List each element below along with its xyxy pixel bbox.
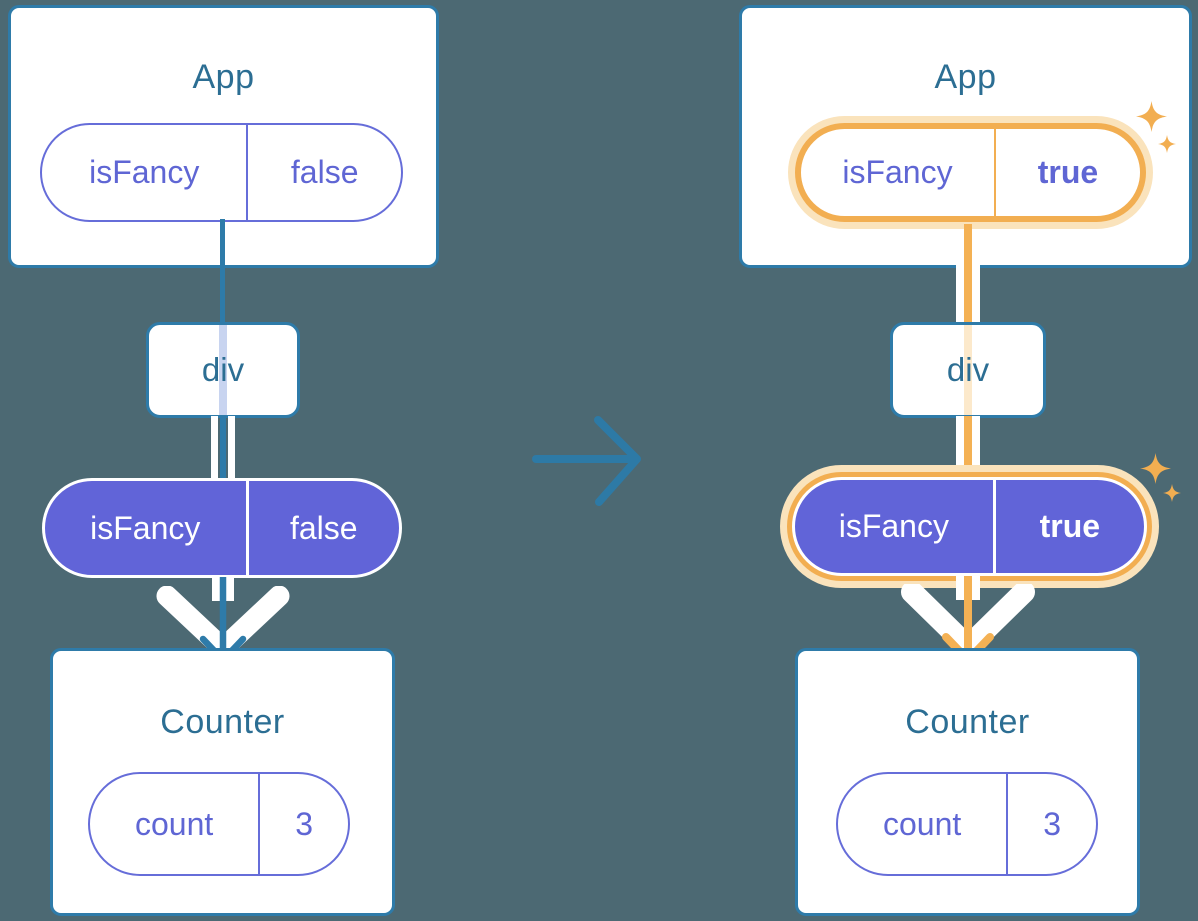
pipe-wall <box>211 416 218 479</box>
wide-white-chevron-icon <box>901 584 1035 651</box>
prop-name: isFancy <box>795 480 996 573</box>
transition-right-arrow-icon <box>532 416 641 506</box>
div-card-after: div <box>890 322 1046 418</box>
prop-name: isFancy <box>801 129 996 216</box>
state-name: count <box>90 774 261 874</box>
through-line-after <box>964 325 972 415</box>
pipe-wall <box>212 577 220 601</box>
prop-pill-passed-before: isFancy false <box>42 478 402 578</box>
pipe-core-before <box>220 416 226 479</box>
pipe-wall <box>956 416 964 478</box>
connector-app-div-after <box>964 224 972 326</box>
prop-value: true <box>1039 508 1101 544</box>
div-label: div <box>201 351 245 388</box>
pipe-wall <box>956 264 964 326</box>
state-pill-counter-after: count 3 <box>836 772 1098 876</box>
counter-title: Counter <box>905 703 1030 741</box>
state-value: 3 <box>295 805 314 842</box>
connector-app-div-before <box>220 219 225 326</box>
pipe-wall <box>226 577 234 601</box>
prop-name: isFancy <box>45 481 249 575</box>
pipe-core-after <box>964 416 972 478</box>
state-pill-counter-before: count 3 <box>88 772 350 876</box>
div-card-before: div <box>146 322 300 418</box>
app-title: App <box>192 58 255 96</box>
app-card-after: App isFancy true <box>739 5 1192 268</box>
sparkle-icon <box>1163 484 1181 502</box>
wide-white-chevron-icon <box>156 586 290 653</box>
app-title: App <box>934 58 997 96</box>
pipe-wall <box>972 576 980 600</box>
pipe-wall <box>972 264 980 326</box>
prop-pill-app-after: isFancy true <box>795 123 1146 222</box>
prop-value: false <box>289 509 358 546</box>
counter-card-after: Counter count 3 <box>795 648 1140 916</box>
pipe-wall <box>228 416 235 479</box>
div-label: div <box>946 351 990 388</box>
state-name: count <box>838 774 1009 874</box>
pipe-wall <box>972 416 980 478</box>
counter-card-before: Counter count 3 <box>50 648 395 916</box>
sparkle-icon <box>1140 453 1171 484</box>
prop-name: isFancy <box>42 125 249 220</box>
sparkle-icon <box>1158 135 1176 153</box>
prop-pill-passed-after: isFancy true <box>792 477 1147 576</box>
prop-value: true <box>1037 154 1099 190</box>
sparkle-icon <box>1136 101 1167 132</box>
pipe-wall <box>956 576 964 600</box>
counter-title: Counter <box>160 703 285 741</box>
through-line-before <box>219 325 227 415</box>
state-value: 3 <box>1043 805 1062 842</box>
prop-value: false <box>290 154 359 190</box>
prop-pill-app-before: isFancy false <box>40 123 403 222</box>
